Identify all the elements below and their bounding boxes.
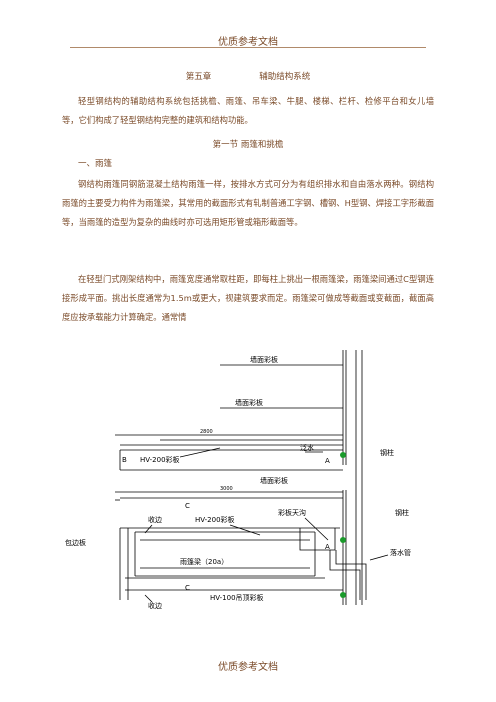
header-divider	[70, 47, 426, 48]
subsection-title: 一、雨篷	[78, 159, 113, 169]
label-hv200-mid: HV-200彩板	[195, 515, 235, 524]
page-footer: 优质参考文档	[218, 662, 278, 673]
canopy-detail-diagram: 墙面彩板 墙面彩板 HV-200彩板 泛水 钢柱 墙面彩板 钢柱 HV-200彩…	[65, 350, 411, 610]
label-wall-panel-inner: 墙面彩板	[235, 398, 263, 407]
intro-paragraph: 轻型钢结构的辅助结构系统包括挑檐、雨篷、吊车梁、牛腿、楼梯、栏杆、检修平台和女儿…	[62, 96, 434, 125]
section-title: 第一节 雨篷和挑檐	[212, 140, 284, 150]
label-section-b: B	[122, 456, 127, 464]
label-section-a1: A	[325, 457, 330, 465]
chapter-heading: 第五章 辅助结构系统	[0, 70, 496, 82]
label-edge-panel: 包边板	[65, 538, 86, 547]
label-canopy-beam: 雨篷梁（20a）	[180, 557, 228, 566]
label-steel-col-mid: 钢柱	[395, 508, 409, 517]
label-gutter: 彩板天沟	[278, 508, 306, 517]
chapter-number: 第五章	[185, 72, 212, 82]
label-section-c1: C	[185, 502, 190, 510]
page-header: 优质参考文档	[218, 37, 278, 48]
label-wall-panel-top: 墙面彩板	[250, 355, 278, 364]
label-dim-top: 2800	[200, 429, 213, 435]
label-section-a2: A	[325, 543, 330, 551]
paragraph-2: 在轻型门式刚架结构中，雨篷宽度通常取柱距，即每柱上挑出一根雨篷梁，雨篷梁间通过C…	[62, 274, 434, 322]
label-dim-mid: 3000	[220, 486, 233, 492]
paragraph-2-clip: 在轻型门式刚架结构中，雨篷宽度通常取柱距，即每柱上挑出一根雨篷梁，雨篷梁间通过C…	[62, 270, 434, 350]
label-flashing: 泛水	[300, 443, 314, 452]
chapter-title: 辅助结构系统	[259, 72, 311, 82]
label-drain: 落水管	[390, 548, 411, 557]
label-trim-bottom: 收边	[148, 601, 162, 610]
label-section-c2: C	[185, 584, 190, 592]
label-trim-top: 收边	[148, 515, 162, 524]
label-wall-panel-mid: 墙面彩板	[260, 476, 288, 485]
label-hv200-top: HV-200彩板	[140, 455, 180, 464]
label-steel-col-right: 钢柱	[380, 448, 394, 457]
label-hv100-bottom: HV-100吊顶彩板	[210, 593, 264, 602]
paragraph-1: 钢结构雨篷同钢筋混凝土结构雨篷一样，按排水方式可分为有组织排水和自由落水两种。钢…	[62, 179, 434, 227]
